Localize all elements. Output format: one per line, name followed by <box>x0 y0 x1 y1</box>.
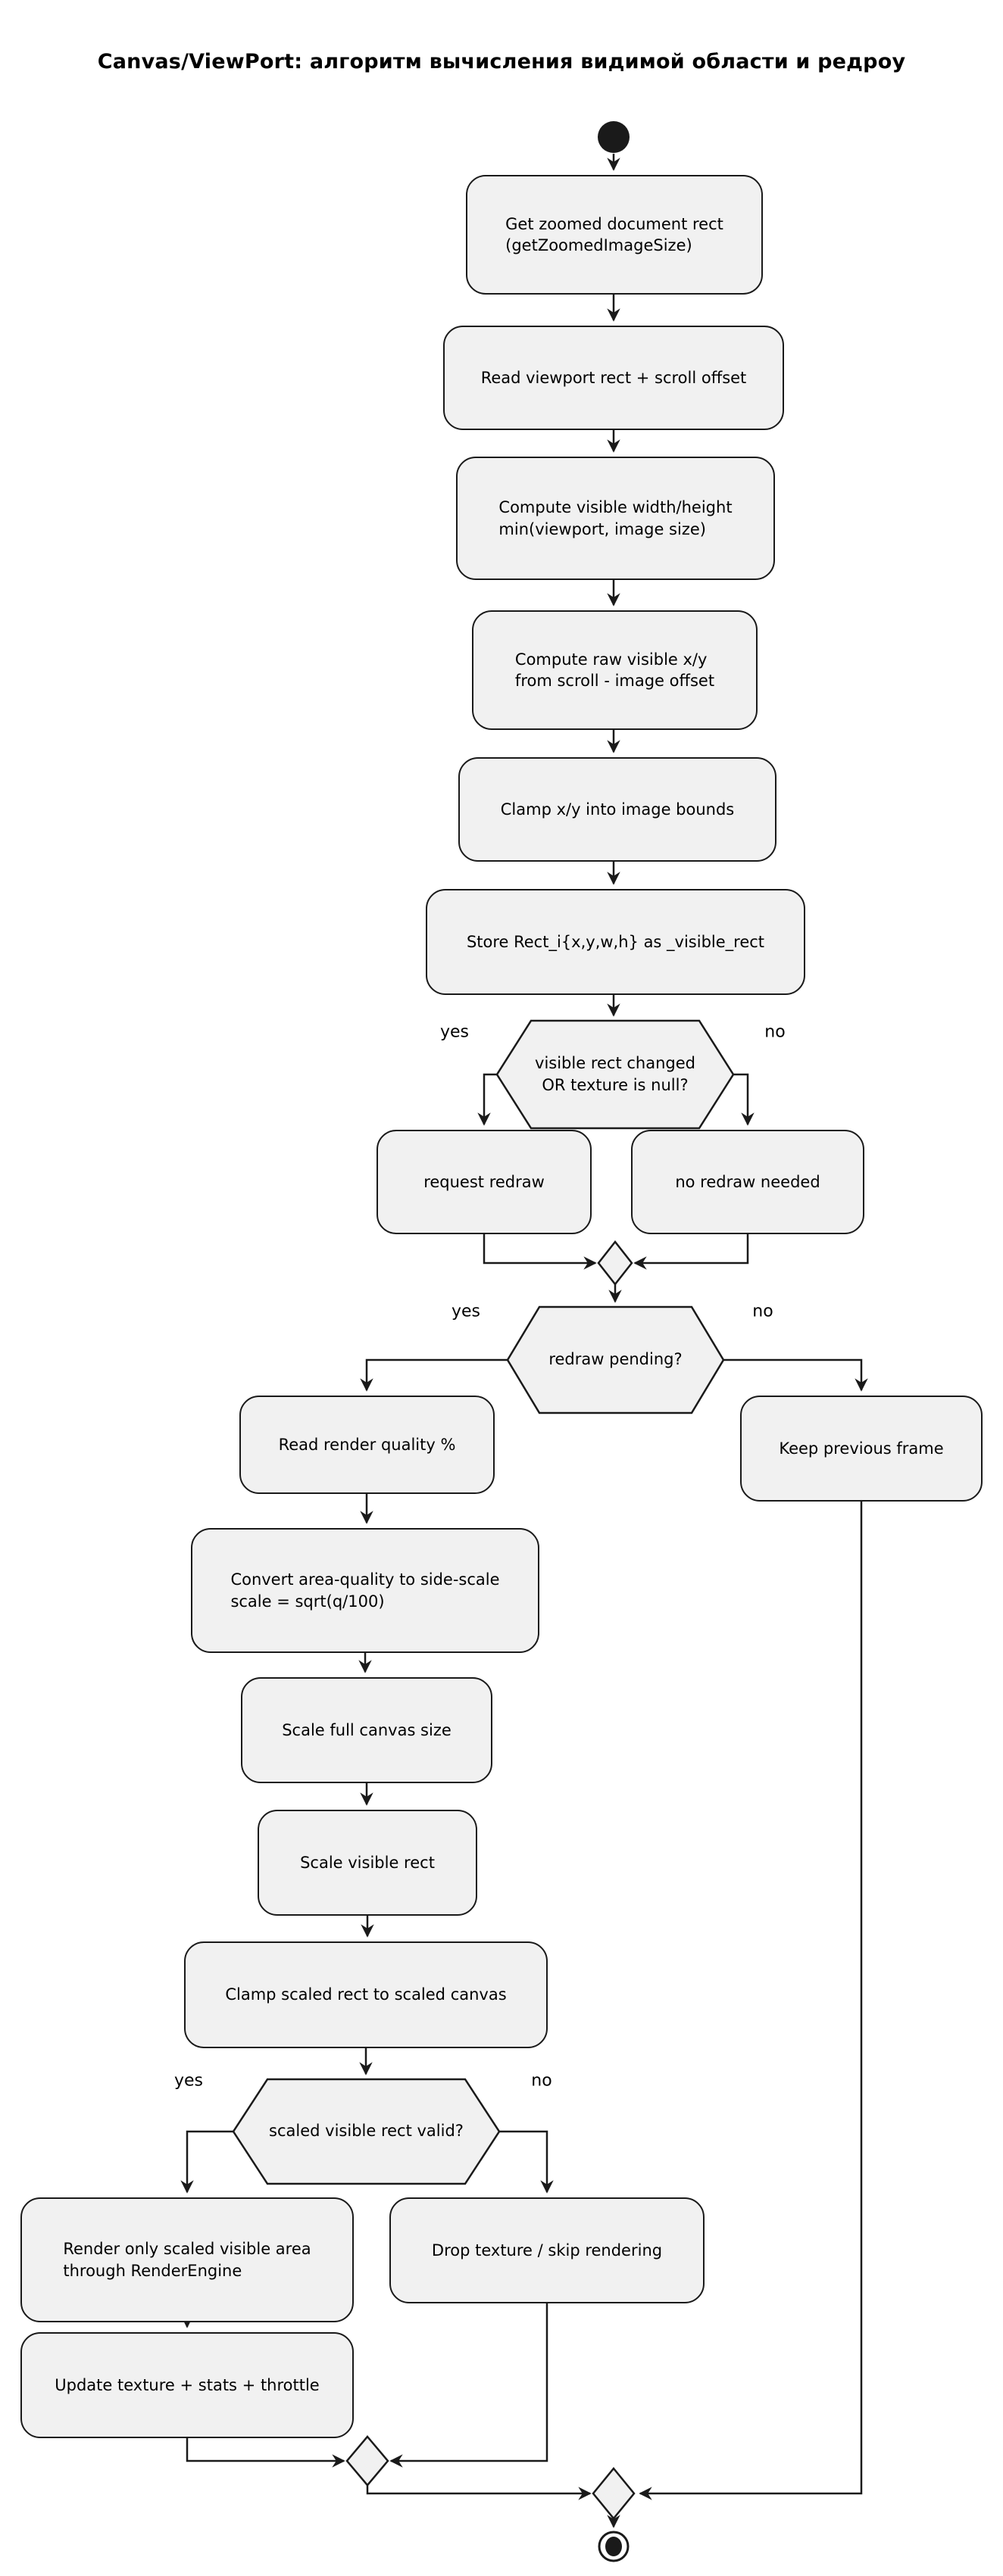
activity-get-zoomed-rect: Get zoomed document rect (getZoomedImage… <box>466 175 763 295</box>
activity-read-render-quality: Read render quality % <box>239 1396 495 1494</box>
edge-no-redraw-to-merge1 <box>633 1234 749 1270</box>
activity-compute-visible-wh: Compute visible width/height min(viewpor… <box>456 457 775 580</box>
decision-visible-changed-label: visible rect changed OR texture is null? <box>535 1053 695 1094</box>
activity-scale-visible-rect: Scale visible rect <box>258 1810 477 1916</box>
decision-redraw-pending-label: redraw pending? <box>548 1350 683 1369</box>
activity-store-visible-rect: Store Rect_i{x,y,w,h} as _visible_rect <box>426 889 805 995</box>
activity-clamp-scaled-rect: Clamp scaled rect to scaled canvas <box>184 1941 548 2048</box>
edge-drop-to-merge2 <box>389 2303 548 2468</box>
edge-merge2-to-merge3 <box>366 2485 592 2500</box>
branch-label-yes-3: yes <box>173 2071 204 2091</box>
decision-scaled-valid-label: scaled visible rect valid? <box>269 2122 464 2141</box>
merge-diamond-3 <box>592 2467 636 2520</box>
edge-update-to-merge2 <box>186 2438 345 2468</box>
activity-compute-raw-xy: Compute raw visible x/y from scroll - im… <box>472 610 758 730</box>
start-node <box>598 121 630 153</box>
activity-render-scaled-area: Render only scaled visible area through … <box>20 2197 354 2322</box>
branch-label-no-1: no <box>764 1022 786 1042</box>
edge-decision2-yes <box>360 1358 508 1392</box>
activity-update-texture: Update texture + stats + throttle <box>20 2332 354 2438</box>
branch-label-no-2: no <box>752 1302 773 1321</box>
activity-request-redraw: request redraw <box>377 1130 592 1234</box>
activity-clamp-xy: Clamp x/y into image bounds <box>458 757 776 862</box>
diagram-title: Canvas/ViewPort: алгоритм вычисления вид… <box>97 50 906 73</box>
activity-convert-quality: Convert area-quality to side-scale scale… <box>191 1528 539 1653</box>
edge-decision1-no <box>733 1073 755 1126</box>
activity-read-viewport: Read viewport rect + scroll offset <box>443 326 784 430</box>
edge-decision3-no <box>499 2130 554 2194</box>
activity-scale-full-canvas: Scale full canvas size <box>241 1677 492 1783</box>
edge-keep-frame-to-merge3 <box>639 1502 863 2500</box>
edge-decision1-yes <box>477 1073 497 1126</box>
branch-label-yes-1: yes <box>439 1022 470 1042</box>
activity-drop-texture: Drop texture / skip rendering <box>389 2197 705 2303</box>
end-node-dot <box>605 2537 622 2556</box>
edge-request-redraw-to-merge1 <box>483 1234 597 1270</box>
activity-keep-previous-frame: Keep previous frame <box>740 1396 983 1502</box>
edge-decision2-no <box>723 1358 868 1392</box>
branch-label-yes-2: yes <box>451 1302 481 1321</box>
edge-decision3-yes <box>180 2130 233 2194</box>
merge-diamond-2 <box>345 2435 389 2487</box>
merge-diamond-1 <box>597 1240 633 1286</box>
branch-label-no-3: no <box>531 2071 552 2091</box>
activity-no-redraw-needed: no redraw needed <box>631 1130 864 1234</box>
